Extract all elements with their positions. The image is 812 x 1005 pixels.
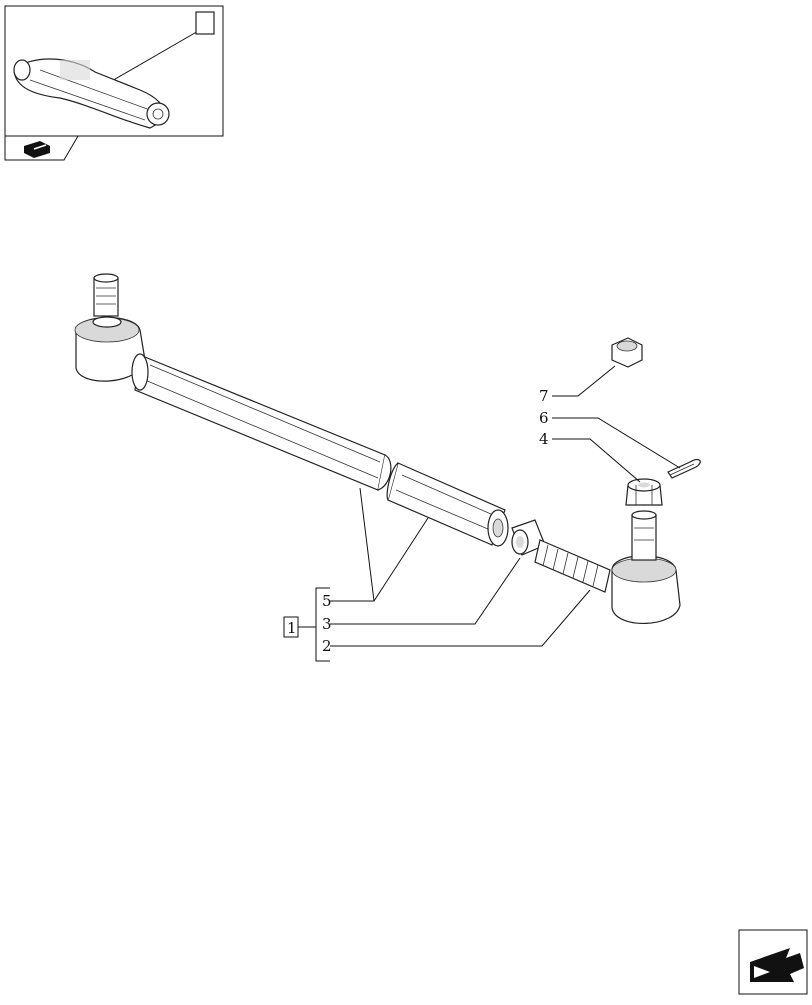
castle-nut	[625, 478, 663, 506]
tie-rod-tube-right	[386, 462, 509, 547]
previous-page-arrow-icon	[750, 948, 804, 982]
axle-assembly-thumbnail-icon	[13, 11, 215, 129]
callout-threaded-shank[interactable]: 2	[322, 637, 332, 655]
right-ball-joint	[611, 510, 681, 625]
hex-nut	[611, 337, 643, 368]
part-callouts: 1 5 3 2 7 6 4	[283, 387, 549, 655]
tie-rod-tube-left	[131, 353, 392, 491]
tie-rod-assembly	[74, 273, 701, 625]
cotter-pin	[667, 458, 701, 479]
assembly-callout-box	[283, 616, 299, 638]
callout-castle-nut[interactable]: 4	[539, 430, 549, 448]
callout-tube[interactable]: 5	[322, 592, 332, 610]
assembly-callout[interactable]: 1	[287, 619, 297, 637]
callout-hex-nut[interactable]: 7	[539, 387, 549, 405]
lock-nut	[511, 519, 546, 556]
thumbnail-panel[interactable]	[4, 5, 224, 161]
previous-page-button[interactable]	[738, 929, 808, 995]
left-ball-joint	[74, 273, 146, 382]
callout-lock-nut[interactable]: 3	[322, 615, 332, 633]
leader-lines	[298, 365, 681, 662]
threaded-shank	[534, 539, 611, 593]
book-reference-icon	[24, 141, 50, 158]
callout-cotter-pin[interactable]: 6	[539, 409, 549, 427]
